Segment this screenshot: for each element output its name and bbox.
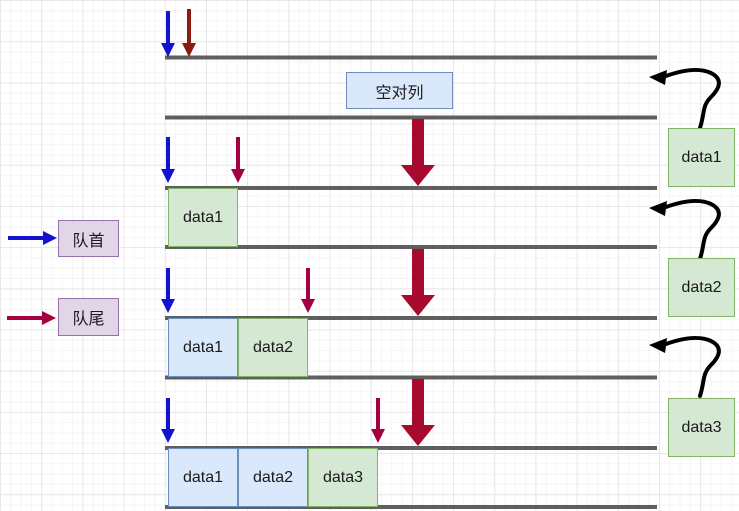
enqueue-arrow-icon [401,119,435,186]
legend-tail-label: 队尾 [58,298,119,336]
queue-cell: data1 [168,318,238,377]
incoming-data-box: data2 [668,258,735,317]
insert-flow-arrow-icon [649,335,721,398]
tail-pointers [231,137,385,443]
queue-cell: data1 [168,188,238,247]
queue-base-lines [165,55,657,509]
legend-tail-arrow-icon [7,311,56,325]
legend-head-label: 队首 [58,220,119,257]
queue-cell: data3 [308,448,378,507]
queue-cell: data2 [238,448,308,507]
legend-arrows [7,231,57,325]
insert-flow-arrow-icon [649,198,721,261]
incoming-data-box: data1 [668,128,735,187]
tail-pointer-icon [301,268,315,313]
enqueue-arrows [401,119,435,446]
top-tail-pointer-icon [182,9,196,57]
queue-cell: data1 [168,448,238,507]
enqueue-arrow-icon [401,379,435,446]
head-pointer-icon [161,137,175,183]
empty-queue-label: 空对列 [346,72,453,109]
enqueue-arrow-icon [401,249,435,316]
incoming-data-box: data3 [668,398,735,457]
queue-cell: data2 [238,318,308,377]
head-pointer-icon [161,268,175,313]
insert-flow-arrow-icon [649,67,721,130]
head-pointers [161,11,175,443]
legend-head-arrow-icon [8,231,57,245]
tail-pointer-icon [231,137,245,183]
head-pointer-icon [161,398,175,443]
head-pointer-icon [161,11,175,57]
tail-pointer-icon [371,398,385,443]
insert-flow-arrows [649,67,721,398]
